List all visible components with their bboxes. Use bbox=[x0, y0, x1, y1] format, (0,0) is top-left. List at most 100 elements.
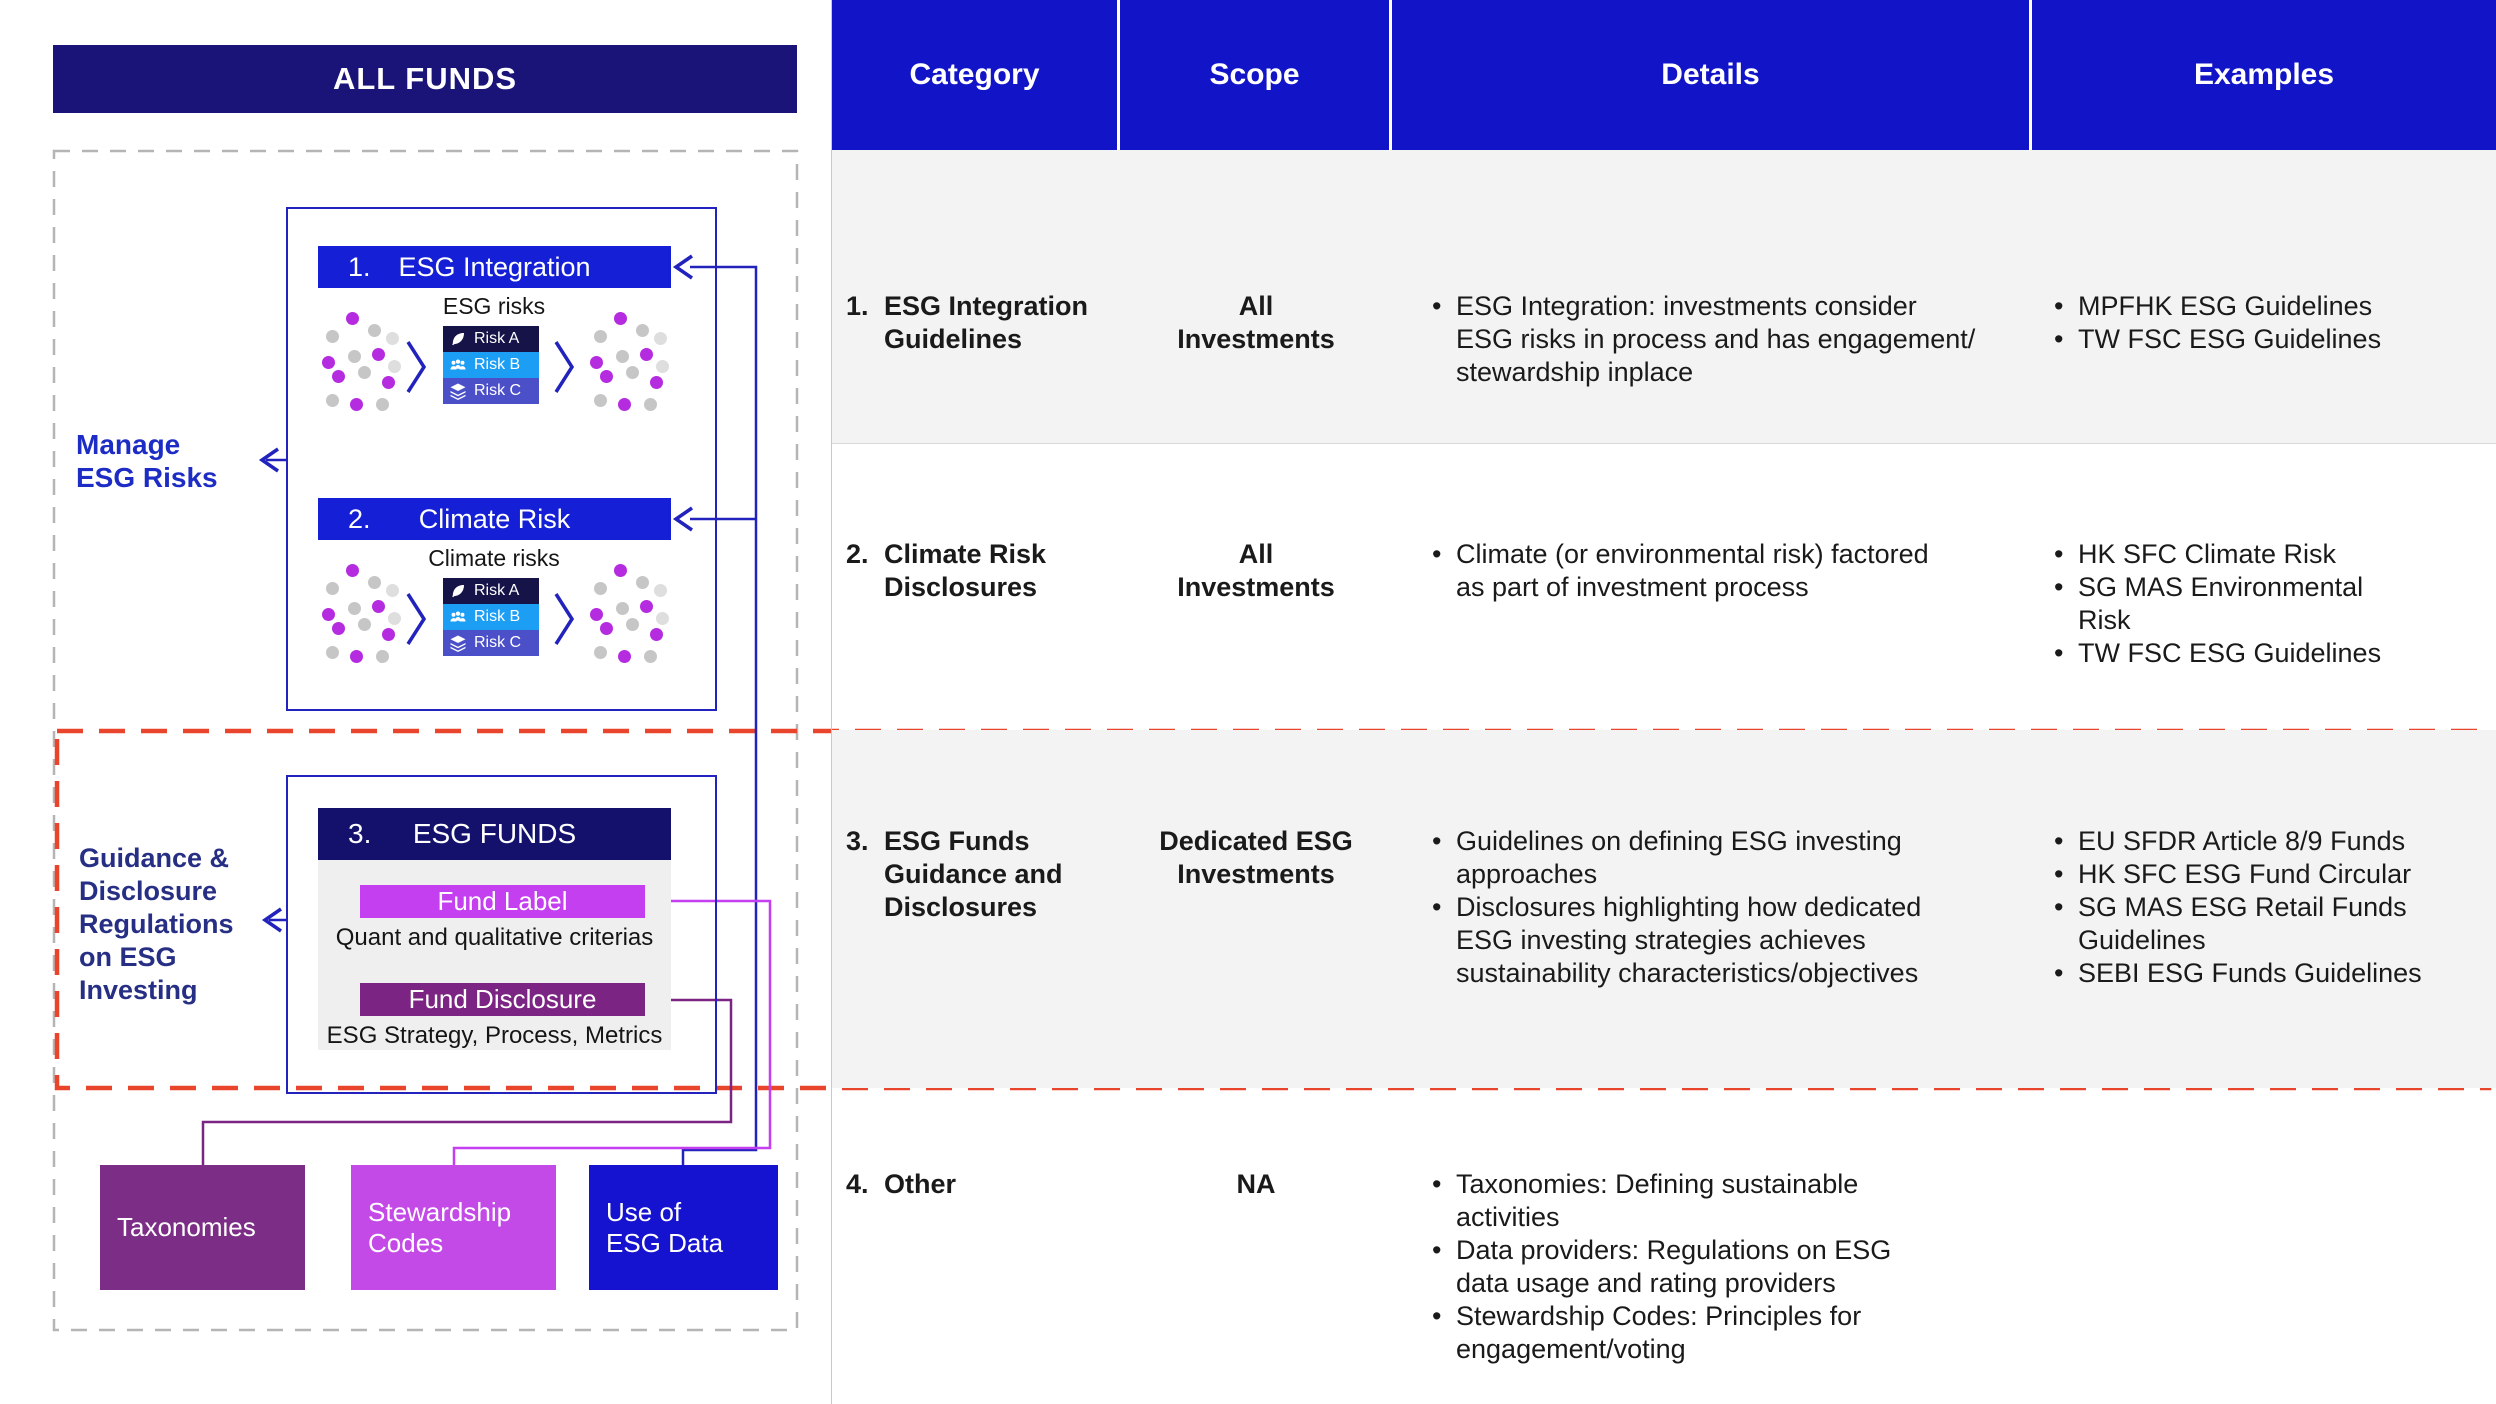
bullet-text: Disclosures highlighting how dedicated E… bbox=[1456, 892, 1922, 988]
portfolio-dot bbox=[368, 576, 381, 589]
portfolio-dots-cluster bbox=[320, 560, 401, 663]
label-line: Regulations bbox=[79, 909, 234, 939]
portfolio-dot bbox=[654, 332, 667, 345]
manage-esg-risks-box bbox=[286, 207, 717, 711]
portfolio-dot bbox=[616, 350, 629, 363]
portfolio-dot bbox=[350, 650, 363, 663]
portfolio-dot bbox=[348, 602, 361, 615]
bullet-item: •HK SFC Climate Risk bbox=[2054, 538, 2496, 571]
taxonomies-box: Taxonomies bbox=[100, 1165, 305, 1290]
row-divider bbox=[832, 443, 2496, 444]
table-header: Category Scope Details Examples bbox=[832, 0, 2496, 150]
table-row-band-3 bbox=[832, 730, 2496, 1088]
risk-chip: Risk A bbox=[443, 326, 539, 352]
portfolio-dot bbox=[332, 622, 345, 635]
label-line: Investments bbox=[1177, 859, 1335, 889]
label-line: All bbox=[1238, 291, 1274, 321]
label-line: Investments bbox=[1177, 324, 1335, 354]
bullet-icon: • bbox=[2054, 892, 2064, 922]
category-number: 3. bbox=[846, 826, 869, 856]
risk-chip: Risk A bbox=[443, 578, 539, 604]
bullet-item: • MPFHK ESG Guidelines bbox=[2054, 290, 2496, 323]
label-line: Codes bbox=[368, 1227, 444, 1258]
bullet-text: EU SFDR Article 8/9 Funds bbox=[2078, 826, 2406, 856]
portfolio-dot bbox=[350, 398, 363, 411]
portfolio-dot bbox=[650, 376, 663, 389]
risk-chip-label: Risk C bbox=[474, 634, 522, 651]
portfolio-dot bbox=[600, 370, 613, 383]
bullet-item: • SEBI ESG Funds Guidelines bbox=[2054, 957, 2496, 990]
risk-chip-label: Risk C bbox=[474, 382, 522, 399]
portfolio-dot bbox=[618, 398, 631, 411]
portfolio-dot bbox=[594, 582, 607, 595]
portfolio-dot bbox=[590, 608, 603, 621]
label-line: Climate Risk bbox=[884, 539, 1047, 569]
portfolio-dot bbox=[322, 608, 335, 621]
label-line: Use of bbox=[606, 1196, 682, 1227]
portfolio-dot bbox=[372, 600, 385, 613]
label-line: Guidelines bbox=[884, 324, 1023, 354]
climate-risk-number: 2. bbox=[348, 503, 371, 534]
label-line: Stewardship bbox=[368, 1196, 512, 1227]
label-line: ESG Funds bbox=[884, 826, 1030, 856]
portfolio-dot bbox=[376, 650, 389, 663]
cell-examples: • MPFHK ESG Guidelines•TW FSC ESG Guideli… bbox=[2032, 290, 2496, 443]
portfolio-dot bbox=[382, 628, 395, 641]
risk-chip: Risk C bbox=[443, 378, 539, 404]
leaf-icon bbox=[449, 330, 467, 348]
bullet-item: •HK SFC ESG Fund Circular bbox=[2054, 858, 2496, 891]
bullet-item: •ESG Integration: investments consider E… bbox=[1432, 290, 2028, 389]
category-number: 1. bbox=[846, 291, 869, 321]
fund-label-caption: Quant and qualitative criterias bbox=[335, 924, 654, 951]
bullet-icon: • bbox=[1432, 826, 1442, 856]
portfolio-dot bbox=[650, 628, 663, 641]
bullet-text: MPFHK ESG Guidelines bbox=[2078, 291, 2373, 321]
portfolio-dot bbox=[346, 564, 359, 577]
leaf-icon bbox=[449, 582, 467, 600]
label-line: ESG Data bbox=[606, 1227, 724, 1258]
portfolio-dot bbox=[358, 366, 371, 379]
chevron-right-icon bbox=[554, 593, 575, 645]
portfolio-dots-cluster bbox=[588, 308, 669, 411]
portfolio-dot bbox=[388, 360, 401, 373]
portfolio-dot bbox=[368, 324, 381, 337]
bullet-icon: • bbox=[2054, 958, 2064, 988]
portfolio-dot bbox=[626, 618, 639, 631]
cell-examples: • EU SFDR Article 8/9 Funds•HK SFC ESG Fu… bbox=[2032, 825, 2496, 1088]
portfolio-dot bbox=[618, 650, 631, 663]
climate-risk-title: Climate Risk bbox=[418, 503, 571, 534]
all-funds-header: ALL FUNDS bbox=[53, 45, 797, 113]
portfolio-dot bbox=[614, 564, 627, 577]
portfolio-dot bbox=[372, 348, 385, 361]
cell-details: • Guidelines on defining ESG investing ap… bbox=[1392, 825, 2032, 1088]
label-line: on ESG bbox=[79, 942, 177, 972]
taxonomies-label: Taxonomies bbox=[117, 1212, 256, 1243]
portfolio-dot bbox=[326, 330, 339, 343]
bullet-text: Guidelines on defining ESG investing app… bbox=[1456, 826, 1902, 889]
cell-examples: •HK SFC Climate Risk•SG MAS Environmenta… bbox=[2032, 538, 2496, 730]
bullet-icon: • bbox=[2054, 291, 2064, 321]
bullet-text: SG MAS ESG Retail Funds Guidelines bbox=[2078, 892, 2407, 955]
label-line: Other bbox=[884, 1169, 957, 1199]
portfolio-dot bbox=[348, 350, 361, 363]
bullet-icon: • bbox=[1432, 1235, 1442, 1265]
portfolio-dot bbox=[640, 348, 653, 361]
portfolio-dot bbox=[654, 584, 667, 597]
cell-category: 4.Other bbox=[832, 1168, 1120, 1404]
bullet-item: •TW FSC ESG Guidelines bbox=[2054, 323, 2496, 356]
risk-chip: Risk B bbox=[443, 604, 539, 630]
people-icon bbox=[449, 608, 467, 626]
bullet-text: SEBI ESG Funds Guidelines bbox=[2078, 958, 2422, 988]
portfolio-dots-cluster bbox=[320, 308, 401, 411]
